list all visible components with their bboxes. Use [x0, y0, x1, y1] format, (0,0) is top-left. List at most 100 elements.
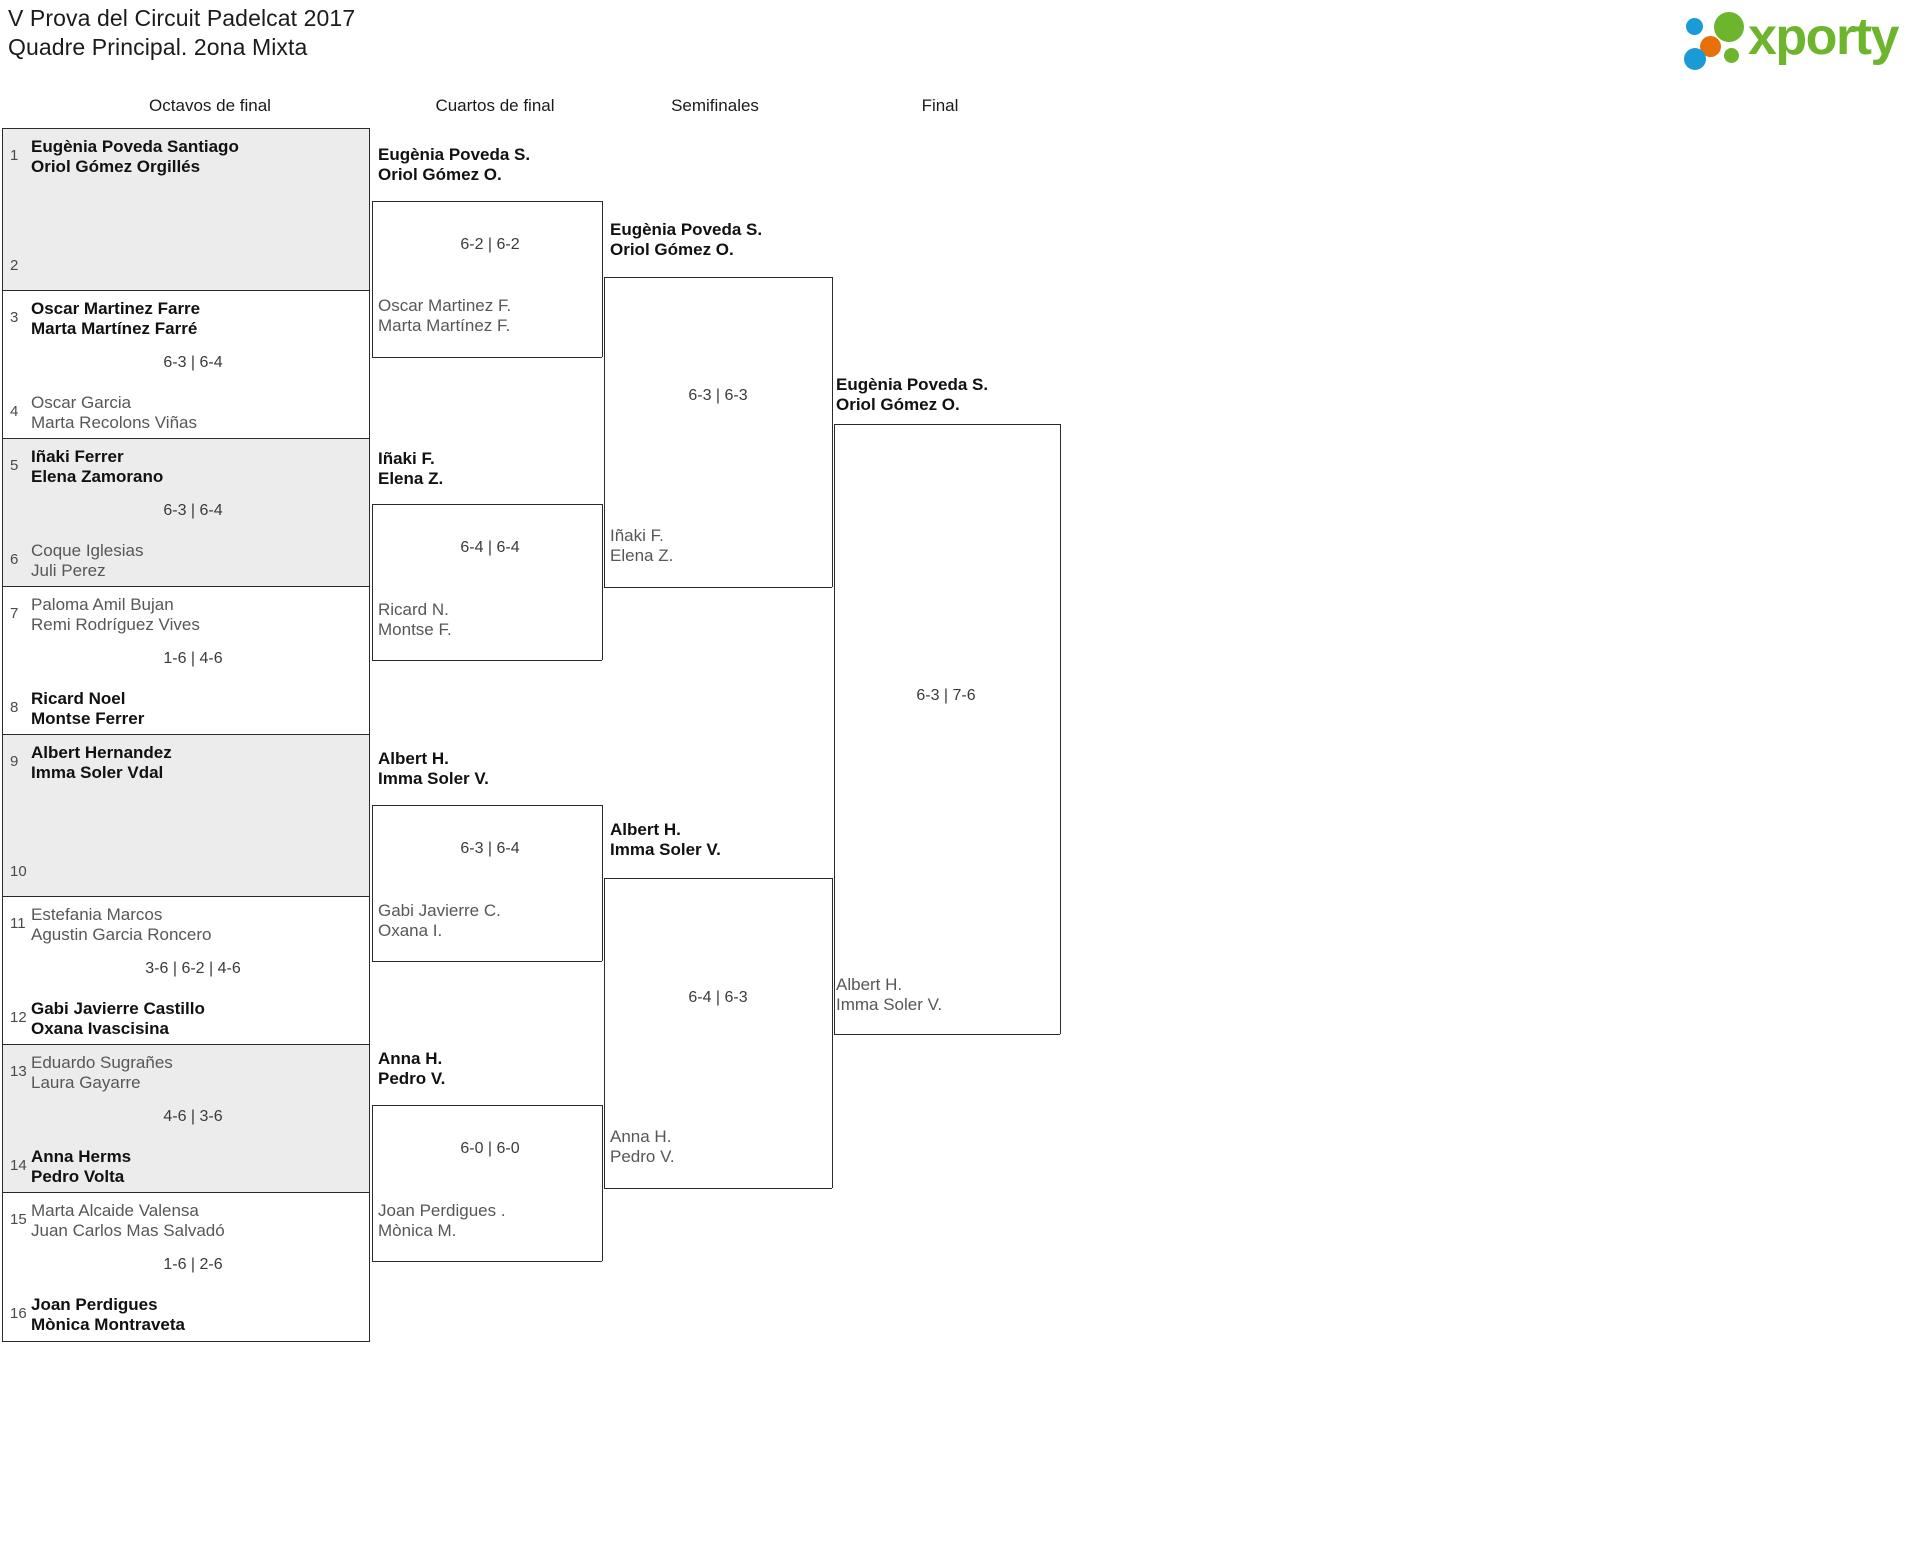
qf-box-4-right-line	[602, 1105, 603, 1261]
qf-team-4-top[interactable]: Anna H. Pedro V.	[378, 1049, 446, 1088]
tournament-name: V Prova del Circuit Padelcat 2017	[8, 5, 356, 31]
qf-box-3-right-line	[602, 805, 603, 961]
r16-slot-5[interactable]: 5 Iñaki Ferrer Elena Zamorano 6-3 | 6-4 …	[2, 438, 370, 586]
sf-box-2-bottom-line	[604, 1188, 832, 1189]
r16-score-2: 6-3 | 6-4	[163, 354, 223, 371]
r16-team-3: Oscar Martinez Farre Marta Martínez Farr…	[31, 299, 201, 338]
r16-seed-7: 7	[10, 605, 19, 622]
round-header-final: Final	[921, 96, 959, 115]
logo-dots-icon	[1684, 10, 1756, 70]
r16-team-1: Eugènia Poveda Santiago Oriol Gómez Orgi…	[31, 137, 239, 176]
r16-seed-1: 1	[10, 147, 19, 164]
r16-seed-8: 8	[10, 699, 19, 716]
r16-score-3: 6-3 | 6-4	[163, 502, 223, 519]
r16-score-7: 4-6 | 3-6	[163, 1108, 223, 1125]
xporty-logo: xporty	[1684, 8, 1902, 70]
qf-team-4-bottom[interactable]: Joan Perdigues . Mònica M.	[378, 1201, 506, 1240]
logo-dot-orange-icon	[1700, 36, 1721, 57]
round-header-semifinales: Semifinales	[671, 96, 759, 115]
logo-wordmark: xporty	[1748, 8, 1899, 66]
r16-seed-11: 11	[10, 915, 26, 932]
r16-team-9: Albert Hernandez Imma Soler Vdal	[31, 743, 172, 782]
qf-box-1-bottom-line	[372, 357, 602, 358]
r16-seed-14: 14	[10, 1157, 27, 1174]
qf-box-1-left-line	[372, 201, 373, 357]
r16-team-8: Ricard Noel Montse Ferrer	[31, 689, 145, 728]
sf-box-1-left-line	[604, 277, 605, 587]
r16-team-14: Anna Herms Pedro Volta	[31, 1147, 132, 1186]
r16-seed-13: 13	[10, 1063, 27, 1080]
final-box-bottom-line	[834, 1034, 1060, 1035]
round-header-octavos: Octavos de final	[149, 96, 271, 115]
qf-score-2: 6-4 | 6-4	[460, 539, 520, 556]
sf-score-2: 6-4 | 6-3	[688, 989, 748, 1006]
r16-seed-16: 16	[10, 1305, 27, 1322]
r16-slot-11[interactable]: 11 Estefania Marcos Agustin Garcia Ronce…	[2, 896, 370, 1044]
page-title: V Prova del Circuit Padelcat 2017 Quadre…	[8, 4, 355, 62]
sf-score-1: 6-3 | 6-3	[688, 387, 748, 404]
sf-team-2-top[interactable]: Albert H. Imma Soler V.	[610, 820, 721, 859]
sf-box-1-top-line	[604, 277, 832, 278]
qf-box-2-right-line	[602, 504, 603, 660]
r16-team-7: Paloma Amil Bujan Remi Rodríguez Vives	[31, 595, 200, 634]
r16-seed-2: 2	[10, 257, 19, 274]
qf-box-3-left-line	[372, 805, 373, 961]
r16-team-4: Oscar Garcia Marta Recolons Viñas	[31, 393, 197, 432]
qf-team-2-top[interactable]: Iñaki F. Elena Z.	[378, 449, 444, 488]
r16-score-4: 1-6 | 4-6	[163, 650, 223, 667]
r16-seed-12: 12	[10, 1009, 27, 1026]
qf-box-2-bottom-line	[372, 660, 602, 661]
qf-team-1-top[interactable]: Eugènia Poveda S. Oriol Gómez O.	[378, 145, 531, 184]
logo-dot-blue-large-icon	[1684, 48, 1706, 70]
r16-slot-1[interactable]: 1 Eugènia Poveda Santiago Oriol Gómez Or…	[2, 128, 370, 290]
sf-team-1-top[interactable]: Eugènia Poveda S. Oriol Gómez O.	[610, 220, 763, 259]
round-header-cuartos: Cuartos de final	[435, 96, 555, 115]
qf-team-3-top[interactable]: Albert H. Imma Soler V.	[378, 749, 489, 788]
sf-box-1-right-line	[832, 277, 833, 587]
r16-slot-7[interactable]: 7 Paloma Amil Bujan Remi Rodríguez Vives…	[2, 586, 370, 734]
sf-box-2-right-line	[832, 878, 833, 1188]
sf-box-1-bottom-line	[604, 587, 832, 588]
qf-box-4-bottom-line	[372, 1261, 602, 1262]
qf-box-4-left-line	[372, 1105, 373, 1261]
r16-slot-9[interactable]: 9 Albert Hernandez Imma Soler Vdal 10	[2, 734, 370, 896]
final-box-right-line	[1060, 424, 1061, 1034]
r16-seed-6: 6	[10, 551, 19, 568]
sf-team-1-bottom[interactable]: Iñaki F. Elena Z.	[610, 526, 674, 565]
r16-seed-3: 3	[10, 309, 19, 326]
r16-team-6: Coque Iglesias Juli Perez	[31, 541, 144, 580]
final-box-left-line	[834, 424, 835, 1034]
r16-team-16: Joan Perdigues Mònica Montraveta	[31, 1295, 185, 1334]
qf-box-4-top-line	[372, 1105, 602, 1106]
sf-box-2-top-line	[604, 878, 832, 879]
r16-team-11: Estefania Marcos Agustin Garcia Roncero	[31, 905, 212, 944]
r16-team-15: Marta Alcaide Valensa Juan Carlos Mas Sa…	[31, 1201, 225, 1240]
qf-team-1-bottom[interactable]: Oscar Martinez F. Marta Martínez F.	[378, 296, 512, 335]
draw-name: Quadre Principal. 2ona Mixta	[8, 34, 308, 60]
final-team-bottom[interactable]: Albert H. Imma Soler V.	[836, 975, 943, 1014]
qf-team-3-bottom[interactable]: Gabi Javierre C. Oxana I.	[378, 901, 501, 940]
r16-slot-3[interactable]: 3 Oscar Martinez Farre Marta Martínez Fa…	[2, 290, 370, 438]
r16-score-6: 3-6 | 6-2 | 4-6	[145, 960, 241, 977]
r16-team-5: Iñaki Ferrer Elena Zamorano	[31, 447, 164, 486]
r16-seed-10: 10	[10, 863, 27, 880]
logo-dot-blue-small-icon	[1686, 18, 1703, 35]
logo-dot-green-large-icon	[1714, 12, 1744, 42]
qf-box-3-bottom-line	[372, 961, 602, 962]
r16-seed-5: 5	[10, 457, 19, 474]
r16-slot-13[interactable]: 13 Eduardo Sugrañes Laura Gayarre 4-6 | …	[2, 1044, 370, 1192]
logo-dot-green-small-icon	[1724, 48, 1739, 63]
qf-box-1-top-line	[372, 201, 602, 202]
qf-box-1-right-line	[602, 201, 603, 357]
r16-seed-4: 4	[10, 403, 19, 420]
final-score: 6-3 | 7-6	[916, 687, 976, 704]
sf-box-2-left-line	[604, 878, 605, 1188]
final-team-top[interactable]: Eugènia Poveda S. Oriol Gómez O.	[836, 375, 989, 414]
sf-team-2-bottom[interactable]: Anna H. Pedro V.	[610, 1127, 675, 1166]
qf-score-1: 6-2 | 6-2	[460, 236, 520, 253]
r16-team-12: Gabi Javierre Castillo Oxana Ivascisina	[31, 999, 205, 1038]
qf-box-3-top-line	[372, 805, 602, 806]
qf-team-2-bottom[interactable]: Ricard N. Montse F.	[378, 600, 452, 639]
r16-slot-15[interactable]: 15 Marta Alcaide Valensa Juan Carlos Mas…	[2, 1192, 370, 1342]
